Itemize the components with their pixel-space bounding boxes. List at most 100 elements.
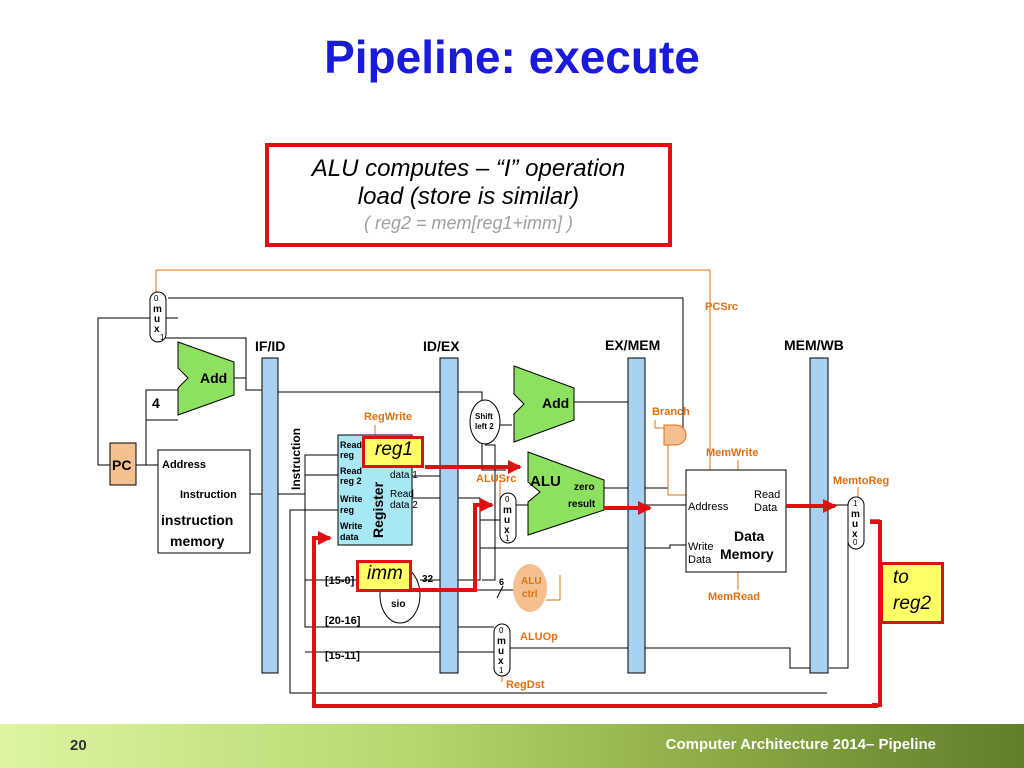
alu-control-unit (513, 564, 547, 612)
callout-box: ALU computes – “I” operation load (store… (265, 143, 672, 247)
aluop-signal-label: ALUOp (520, 631, 558, 643)
footer-bar (0, 724, 1024, 768)
sign-extend-label: sio (391, 599, 405, 610)
rf-read-data2-line1: Read (390, 489, 414, 500)
wb-mux-port-0: 0 (853, 538, 858, 547)
mem-wb-register (809, 357, 829, 674)
dmem-read-data-line1: Read (754, 489, 780, 501)
to-reg2-line-1: to (893, 567, 909, 588)
pcsrc-signal-label: PCSrc (705, 301, 738, 313)
alusrc-signal-label: ALUSrc (476, 473, 516, 485)
imem-instruction-label: Instruction (180, 489, 237, 501)
pc-mux-port-1: 1 (160, 333, 165, 342)
alu-result-label: result (568, 499, 596, 510)
pc-mux-letter-m: m (153, 304, 162, 315)
rf-read-reg1-line1: Read (340, 440, 362, 450)
alu-ctrl-line1: ALU (521, 576, 542, 587)
register-file-name: Register (370, 481, 386, 538)
regdst-mux-letter-u: u (498, 646, 504, 657)
pc-adder (177, 341, 235, 416)
alu-ctrl-line2: ctrl (522, 589, 538, 600)
if-id-register (261, 357, 279, 674)
branch-adder-label: Add (542, 395, 569, 411)
to-reg2-line-2: reg2 (893, 593, 932, 614)
field-rt-label: [20-16] (325, 615, 361, 627)
rf-write-reg-line1: Write (340, 494, 362, 504)
alusrc-mux-letter-x: x (504, 525, 510, 536)
regdst-mux-port-0: 0 (499, 626, 504, 635)
constant-four: 4 (152, 395, 160, 411)
imem-name-line-1: instruction (161, 512, 233, 528)
memread-signal-label: MemRead (708, 591, 760, 603)
regdst-mux-letter-m: m (497, 636, 506, 647)
alu-zero-label: zero (574, 482, 595, 493)
callout-line-3: ( reg2 = mem[reg1+imm] ) (363, 213, 574, 233)
alu (527, 451, 605, 536)
pc-label: PC (112, 457, 131, 473)
instruction-memory (157, 449, 251, 554)
callout-line-2: load (store is similar) (357, 183, 580, 210)
alu-label: ALU (530, 473, 561, 490)
memtoreg-signal-label: MemtoReg (833, 475, 889, 487)
reg1-annotation: reg1 (362, 436, 424, 468)
shift-label-line1: Shift (475, 412, 493, 421)
regdst-signal-label: RegDst (506, 679, 545, 691)
memwrite-signal-label: MemWrite (706, 447, 758, 459)
dmem-name-line2: Memory (720, 546, 774, 562)
imm-annotation: imm (356, 560, 412, 592)
dmem-address-label: Address (688, 501, 729, 513)
to-reg2-annotation: to reg2 (880, 562, 944, 624)
data-memory (685, 469, 787, 573)
imem-address-label: Address (162, 459, 206, 471)
sign-extend-out-width: 32 (422, 574, 434, 585)
rf-write-data-line1: Write (340, 521, 362, 531)
mem-wb-label: MEM/WB (784, 337, 844, 353)
dmem-name-line1: Data (734, 528, 765, 544)
pc-mux-letter-x: x (154, 324, 160, 335)
ex-mem-label: EX/MEM (605, 337, 660, 353)
alusrc-mux (499, 492, 517, 544)
rf-read-data2-line2: data 2 (390, 500, 418, 511)
alusrc-mux-port-1: 1 (505, 534, 510, 543)
alusrc-mux-letter-u: u (504, 515, 510, 526)
memtoreg-mux (847, 496, 865, 550)
id-ex-label: ID/EX (423, 338, 460, 354)
pc-mux (149, 291, 167, 343)
pc-mux-port-0: 0 (154, 294, 159, 303)
branch-and-gate (663, 424, 687, 446)
execute-path-highlight (312, 460, 882, 708)
rf-write-data-line2: data (340, 532, 360, 542)
rf-read-reg2-line2: reg 2 (340, 476, 362, 486)
shift-left-2-unit (469, 399, 501, 445)
dmem-write-data-line1: Write (688, 541, 713, 553)
rf-read-reg1-line2: reg (340, 450, 354, 460)
wb-mux-letter-x: x (852, 529, 858, 540)
ex-mem-register (627, 357, 646, 674)
alusrc-mux-port-0: 0 (505, 495, 510, 504)
dmem-read-data-line2: Data (754, 502, 778, 514)
pipeline-registers (261, 357, 829, 674)
pc-mux-letter-u: u (154, 314, 160, 325)
regdst-mux-letter-x: x (498, 656, 504, 667)
dmem-write-data-line2: Data (688, 554, 712, 566)
instruction-bus-label: Instruction (289, 428, 303, 490)
imem-name-line-2: memory (170, 533, 225, 549)
field-imm-label: [15-0] (325, 575, 355, 587)
if-id-label: IF/ID (255, 338, 285, 354)
program-counter (109, 442, 137, 486)
footer-course-title: Computer Architecture 2014– Pipeline (665, 736, 936, 753)
field-rd-label: [15-11] (325, 650, 360, 662)
rf-read-data1-label: data 1 (390, 470, 418, 481)
regwrite-signal-label: RegWrite (364, 411, 412, 423)
id-ex-register (439, 357, 459, 674)
pc-adder-label: Add (200, 370, 227, 386)
slide-title: Pipeline: execute (324, 31, 700, 83)
regdst-mux-port-1: 1 (499, 666, 504, 675)
alusrc-mux-letter-m: m (503, 505, 512, 516)
alu-ctrl-width: 6 (499, 577, 504, 587)
wb-mux-port-1: 1 (853, 499, 858, 508)
shift-label-line2: left 2 (475, 422, 494, 431)
branch-adder (513, 365, 575, 443)
rf-read-reg2-line1: Read (340, 466, 362, 476)
